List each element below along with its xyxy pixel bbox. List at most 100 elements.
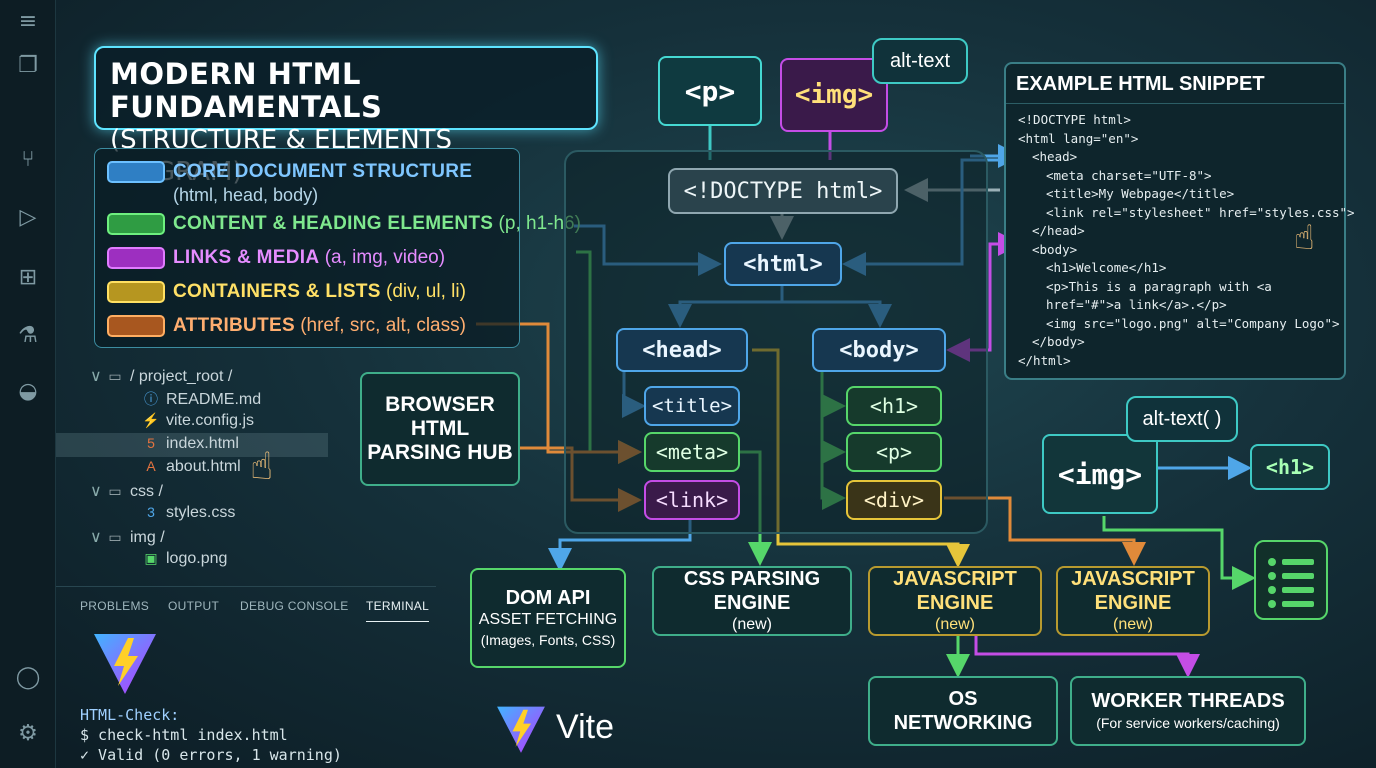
javascript-engine-2: JAVASCRIPT ENGINE (new) (1056, 566, 1210, 636)
legend: CORE DOCUMENT STRUCTURE (html, head, bod… (94, 148, 581, 348)
folder-icon: ▭ (108, 483, 122, 499)
tree-item[interactable]: ▣logo.png (126, 550, 227, 572)
account-icon[interactable]: ◯ (15, 665, 41, 690)
legend-label-core: CORE DOCUMENT STRUCTURE (173, 161, 473, 182)
tree-item-label: about.html (166, 458, 241, 475)
legend-swatch-content (107, 213, 165, 235)
panel-tabs: PROBLEMS OUTPUT DEBUG CONSOLE TERMINAL (56, 586, 436, 622)
css-parsing-engine: CSS PARSING ENGINE (new) (652, 566, 852, 636)
code-line: href="#">a link</a>.</p> (1046, 297, 1227, 312)
tree-item[interactable]: 5 index.html (126, 435, 239, 457)
chevron-down-icon[interactable]: ∨ (90, 483, 102, 500)
h1-node-right: <h1> (1250, 444, 1330, 490)
js-engine-1-title: JAVASCRIPT ENGINE (893, 568, 1017, 614)
terminal-line-3: ✓ Valid (0 errors, 1 warning) (80, 746, 342, 764)
p-tag-top: <p> (658, 56, 762, 126)
legend-label-content: CONTENT & HEADING ELEMENTS (p, h1-h6) (173, 213, 581, 234)
tree-item[interactable]: ∨▭css / (90, 481, 163, 503)
head-node: <head> (616, 328, 748, 372)
tree-item-label: / project_root / (130, 368, 233, 385)
tab-problems[interactable]: PROBLEMS (80, 599, 150, 613)
vite-label: Vite (556, 708, 614, 746)
folder-icon: ▭ (108, 368, 122, 384)
js-engine-2-sub: (new) (1112, 616, 1153, 633)
p-node: <p> (846, 432, 942, 472)
css-engine-sub: (new) (731, 616, 772, 633)
extensions-icon[interactable]: ⊞ (18, 265, 38, 290)
testing-icon[interactable]: ⚗ (18, 323, 38, 348)
img-tag-top: <img> (780, 58, 888, 132)
legend-swatch-containers (107, 281, 165, 303)
snippet-title: EXAMPLE HTML SNIPPET (1006, 64, 1344, 104)
tab-output[interactable]: OUTPUT (168, 599, 220, 613)
image-icon: ▣ (144, 550, 158, 566)
js-engine-2-title: JAVASCRIPT ENGINE (1071, 568, 1195, 614)
tab-terminal[interactable]: TERMINAL (366, 599, 430, 622)
alt-text-bubble-top: alt-text (872, 38, 968, 84)
legend-swatch-core (107, 161, 165, 183)
settings-gear-icon[interactable]: ⚙ (18, 721, 38, 746)
alt-text-bubble-right: alt-text( ) (1126, 396, 1238, 442)
tree-item-label: README.md (166, 391, 262, 408)
activity-bar: ≡ ❐ ⑂ ▷ ⊞ ⚗ ◒ ◯ ⚙ (0, 0, 56, 768)
terminal-line-2: $ check-html index.html (80, 726, 288, 744)
tree-item[interactable]: ∨ ▭ / project_root / (90, 366, 232, 388)
dom-api-sub1: ASSET FETCHING (478, 611, 618, 628)
tree-item[interactable]: ∨ ▭ img / (90, 527, 165, 549)
tree-item-label: img / (130, 529, 165, 546)
diagram-title: MODERN HTML FUNDAMENTALS (STRUCTURE & EL… (94, 46, 598, 187)
menu-icon[interactable]: ≡ (18, 9, 38, 34)
browser-parsing-hub: BROWSER HTML PARSING HUB (360, 372, 520, 486)
tree-item[interactable]: ⚡vite.config.js (126, 412, 254, 434)
title-line-1: MODERN HTML FUNDAMENTALS (110, 57, 383, 124)
html5-icon: 5 (147, 435, 155, 451)
os-networking: OS NETWORKING (868, 676, 1058, 746)
html-snippet-panel: EXAMPLE HTML SNIPPET <!DOCTYPE html><htm… (1004, 62, 1355, 380)
explorer-icon[interactable]: ❐ (18, 53, 38, 78)
folder-icon: ▭ (108, 529, 122, 545)
dom-api-hub: DOM API ASSET FETCHING (Images, Fonts, C… (470, 568, 626, 668)
legend-swatch-links (107, 247, 165, 269)
code-line: </html> (1018, 352, 1071, 368)
source-control-icon[interactable]: ⑂ (21, 147, 35, 172)
pointer-hand-icon: ☝ (250, 444, 274, 488)
worker-threads-sub: (For service workers/caching) (1096, 715, 1280, 731)
code-line: <title>My Webpage</title> (1046, 186, 1235, 201)
chevron-down-icon[interactable]: ∨ (90, 368, 102, 385)
h1-node: <h1> (846, 386, 942, 426)
legend-swatch-attributes (107, 315, 165, 337)
dom-api-sub2: (Images, Fonts, CSS) (480, 632, 616, 648)
terminal-line-1: HTML-Check: (80, 706, 180, 724)
html5-icon: A (146, 458, 156, 474)
vite-logo-bottom-icon (497, 706, 545, 753)
css-engine-title: CSS PARSING ENGINE (683, 568, 821, 614)
code-line: <head> (1032, 149, 1078, 164)
list-bullets-icon (1268, 558, 1314, 608)
code-line: <h1>Welcome</h1> (1046, 260, 1167, 275)
code-line: <img src="logo.png" alt="Company Logo"> (1046, 315, 1340, 331)
code-line: <p>This is a paragraph with <a (1046, 278, 1272, 294)
worker-threads: WORKER THREADS (For service workers/cach… (1070, 676, 1306, 746)
list-icon (1254, 540, 1328, 620)
legend-label-links: LINKS & MEDIA (a, img, video) (173, 247, 446, 268)
div-node: <div> (846, 480, 942, 520)
tree-item-label: index.html (166, 435, 239, 452)
link-node: <link> (644, 480, 740, 520)
worker-threads-title: WORKER THREADS (1091, 690, 1285, 712)
dom-api-title: DOM API (505, 587, 591, 609)
tab-debug-console[interactable]: DEBUG CONSOLE (240, 599, 349, 613)
bolt-icon: ⚡ (142, 412, 160, 428)
pointer-hand-icon-snippet: ☝ (1294, 218, 1315, 258)
html-node: <html> (724, 242, 842, 286)
run-debug-icon[interactable]: ▷ (19, 205, 37, 230)
remote-icon[interactable]: ◒ (18, 379, 38, 404)
legend-label-containers: CONTAINERS & LISTS (div, ul, li) (173, 281, 466, 302)
vite-logo-icon (94, 634, 156, 694)
tree-item[interactable]: ⓘ README.md (126, 389, 261, 411)
info-icon: ⓘ (144, 391, 158, 407)
tree-selection-highlight (56, 433, 328, 457)
chevron-down-icon[interactable]: ∨ (90, 529, 102, 546)
img-node-right: <img> (1042, 434, 1158, 514)
